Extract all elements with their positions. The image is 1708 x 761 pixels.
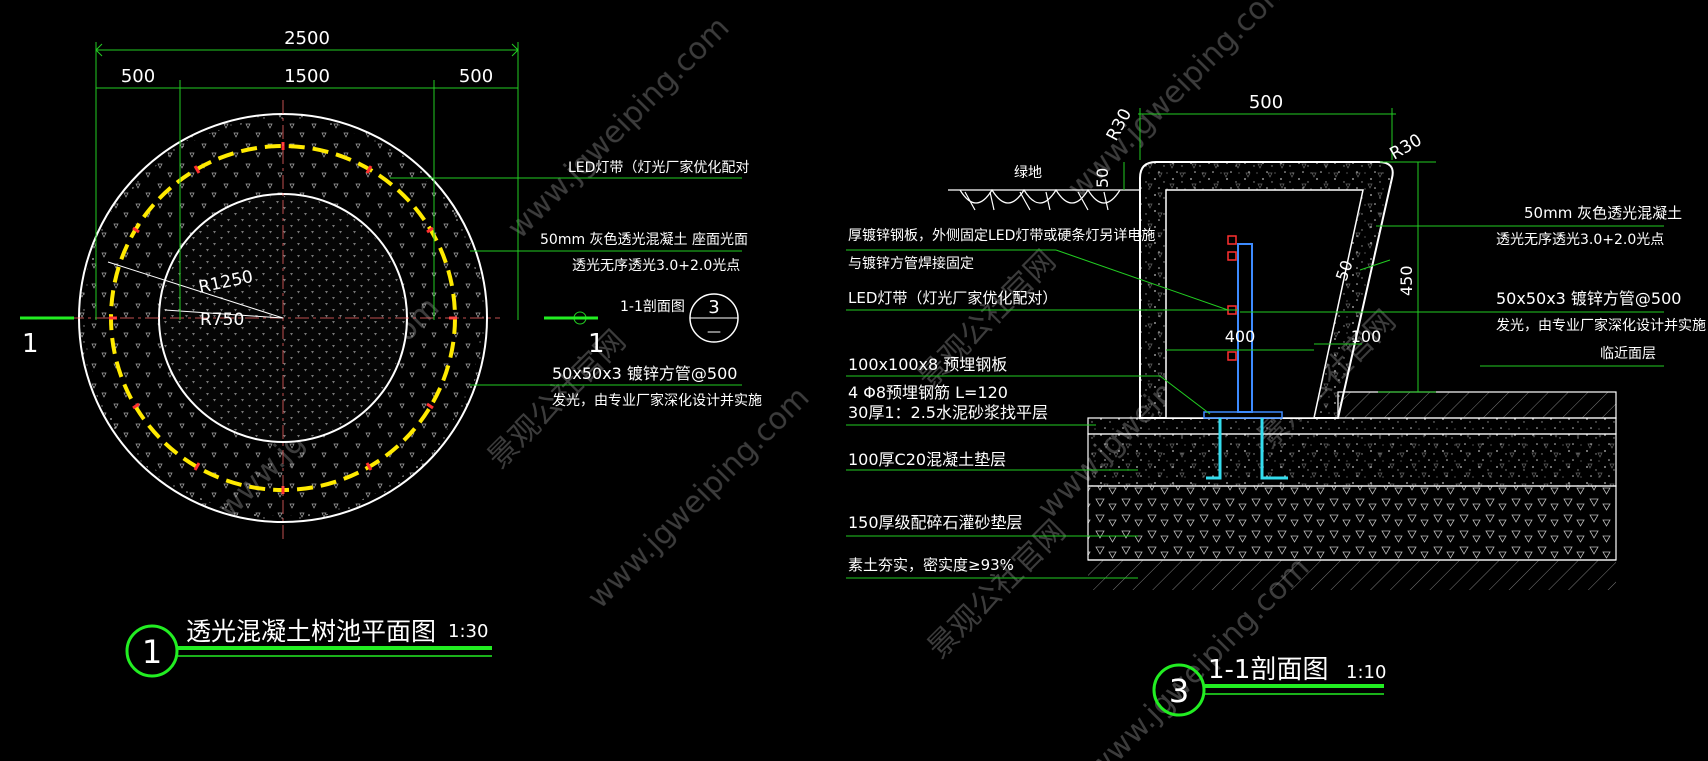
section-title-text: 1-1剖面图 bbox=[1208, 655, 1328, 685]
cut-marker-left: 1 bbox=[22, 329, 39, 359]
section-view: 绿地 bbox=[846, 92, 1706, 717]
section-ref-sheet: — bbox=[707, 324, 721, 340]
watermark-url: www.jgweiping.com bbox=[581, 380, 817, 616]
adjacent-paving bbox=[1337, 391, 1617, 419]
label-plate-2: 与镀锌方管焊接固定 bbox=[848, 255, 974, 272]
right-label-paving: 临近面层 bbox=[1600, 346, 1656, 362]
right-label-concrete-1: 50mm 灰色透光混凝土 bbox=[1524, 204, 1682, 222]
plan-callout-led: LED灯带（灯光厂家优化配对 bbox=[568, 159, 749, 176]
watermark-url: www.jgweiping.com bbox=[501, 10, 737, 246]
plan-dimensions bbox=[95, 42, 519, 320]
plan-title-bubble bbox=[125, 624, 179, 678]
plan-title-scale: 1:30 bbox=[448, 621, 488, 642]
right-label-tube-1: 50x50x3 镀锌方管@500 bbox=[1496, 289, 1681, 308]
section-title-number: 3 bbox=[1169, 672, 1189, 710]
layer-soil bbox=[1088, 560, 1616, 590]
sec-dim-base-100: 100 bbox=[1351, 327, 1382, 346]
embedded-steel-plate bbox=[1203, 411, 1283, 419]
plan-callout-tube-2: 发光，由专业厂家深化设计并实施 bbox=[552, 392, 762, 409]
plan-title-number: 1 bbox=[142, 633, 162, 671]
sec-dim-height-450: 450 bbox=[1397, 265, 1416, 296]
green-land-ground bbox=[948, 188, 1140, 211]
layer-gravel bbox=[1087, 485, 1617, 561]
dim-left: 500 bbox=[121, 66, 155, 87]
section-left-leaders bbox=[846, 249, 1238, 579]
layer-concrete-base-tri bbox=[1088, 434, 1616, 486]
sec-dim-top-width: 500 bbox=[1249, 92, 1283, 113]
section-title-bubble bbox=[1152, 663, 1206, 717]
plan-view: R1250 R750 2500 500 1500 500 LED灯带（灯光厂家优… bbox=[20, 28, 762, 678]
plan-callout-tube-1: 50x50x3 镀锌方管@500 bbox=[552, 364, 737, 383]
right-label-tube-2: 发光，由专业厂家深化设计并实施 bbox=[1496, 317, 1706, 334]
dim-total: 2500 bbox=[284, 28, 330, 49]
label-concrete-base: 100厚C20混凝土垫层 bbox=[848, 450, 1006, 469]
radius-inner-label: R750 bbox=[200, 310, 244, 330]
plan-radius-lines bbox=[107, 261, 284, 319]
plan-centerlines bbox=[70, 100, 500, 540]
label-green-land: 绿地 bbox=[1014, 165, 1042, 181]
plan-title-text: 透光混凝土树池平面图 bbox=[186, 617, 436, 646]
concrete-shell-tri bbox=[1140, 162, 1393, 418]
section-dimensions bbox=[1123, 108, 1436, 393]
section-ref-number: 3 bbox=[708, 297, 719, 318]
label-plate-1: 厚镀锌钢板，外侧固定LED灯带或硬条灯另详电施 bbox=[848, 227, 1155, 244]
section-ref-label: 1-1剖面图 bbox=[620, 299, 685, 315]
cut-marker-right: 1 bbox=[588, 329, 605, 359]
label-gravel: 150厚级配碎石灌砂垫层 bbox=[848, 513, 1023, 532]
section-title-scale: 1:10 bbox=[1346, 662, 1386, 683]
plan-callout-concrete-1: 50mm 灰色透光混凝土 座面光面 bbox=[540, 231, 748, 248]
layer-mortar bbox=[1087, 417, 1617, 435]
dim-middle: 1500 bbox=[284, 66, 330, 87]
plan-callout-concrete-2: 透光无序透光3.0+2.0光点 bbox=[572, 258, 740, 274]
label-rebar: 4 Φ8预埋钢筋 L=120 bbox=[848, 383, 1008, 402]
dim-right: 500 bbox=[459, 66, 493, 87]
label-led: LED灯带（灯光厂家优化配对） bbox=[848, 289, 1057, 307]
sec-dim-height-50: 50 bbox=[1093, 168, 1112, 188]
label-mortar: 30厚1：2.5水泥砂浆找平层 bbox=[848, 403, 1048, 422]
right-label-concrete-2: 透光无序透光3.0+2.0光点 bbox=[1496, 232, 1664, 248]
label-steel-plate: 100x100x8 预埋钢板 bbox=[848, 355, 1007, 374]
sec-dim-inner-400: 400 bbox=[1225, 327, 1256, 346]
embedded-rebar bbox=[1206, 418, 1288, 480]
section-right-leaders bbox=[1240, 225, 1664, 367]
label-soil: 素土夯实，密实度≥93% bbox=[848, 556, 1014, 574]
